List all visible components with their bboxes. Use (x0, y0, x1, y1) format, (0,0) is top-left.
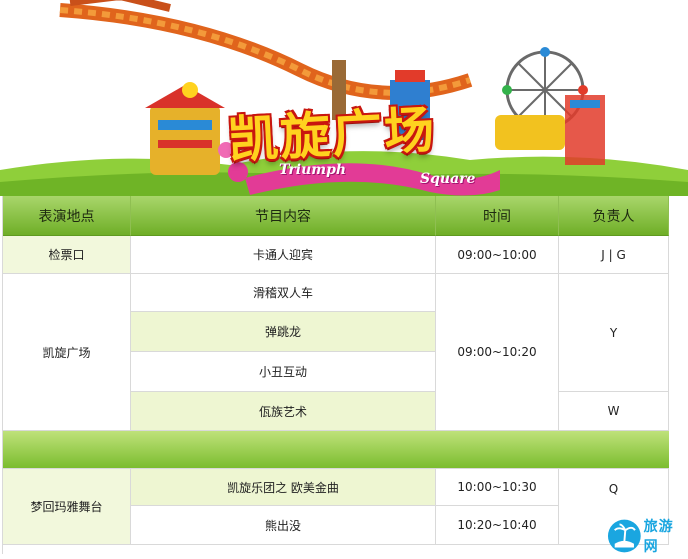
schedule-table: 表演地点 节目内容 时间 负责人 检票口 卡通人迎宾 09:00~10:00 J… (2, 196, 669, 554)
ride-car-icon (495, 115, 565, 150)
time-cell: 09:00~10:20 (436, 274, 559, 431)
carousel-icon (145, 82, 225, 175)
section-divider (3, 431, 669, 469)
header-program: 节目内容 (131, 196, 436, 236)
time-cell: 10:20~10:40 (436, 506, 559, 545)
header-venue: 表演地点 (3, 196, 131, 236)
time-cell: 10:00~10:30 (436, 469, 559, 506)
banner: 凯旋广场 Triumph Square (0, 0, 688, 196)
owner-cell: Y (559, 274, 669, 392)
watermark: 旅游网 (607, 516, 687, 556)
ride-tower-icon (332, 60, 430, 140)
amusement-park-illustration (0, 0, 688, 196)
banner-title: 凯旋广场 (226, 100, 438, 170)
program-cell: 佤族艺术 (131, 392, 436, 431)
venue-triumph-square: 凯旋广场 (3, 274, 131, 431)
owner-cell: J | G (559, 236, 669, 274)
owner-value: Q (608, 481, 619, 496)
owner-cell: W (559, 392, 669, 431)
program-cell: 小丑互动 (131, 352, 436, 392)
program-cell: 凯旋乐团之 欧美金曲 (131, 469, 436, 506)
header-time: 时间 (436, 196, 559, 236)
program-cell: 弹跳龙 (131, 312, 436, 352)
venue-maya-stage: 梦回玛雅舞台 (3, 469, 131, 545)
time-cell: 09:00~10:00 (436, 236, 559, 274)
watermark-text: 旅游网 (643, 519, 674, 555)
palm-tree-logo-icon (607, 519, 641, 553)
program-cell: 滑稽双人车 (131, 274, 436, 312)
banner-subtitle-right: Square (420, 171, 476, 187)
program-cell: 卡通人迎宾 (131, 236, 436, 274)
venue-ticket-gate: 检票口 (3, 236, 131, 274)
program-cell: 熊出没 (131, 506, 436, 545)
header-owner: 负责人 (559, 196, 669, 236)
banner-subtitle-left: Triumph (279, 162, 347, 178)
